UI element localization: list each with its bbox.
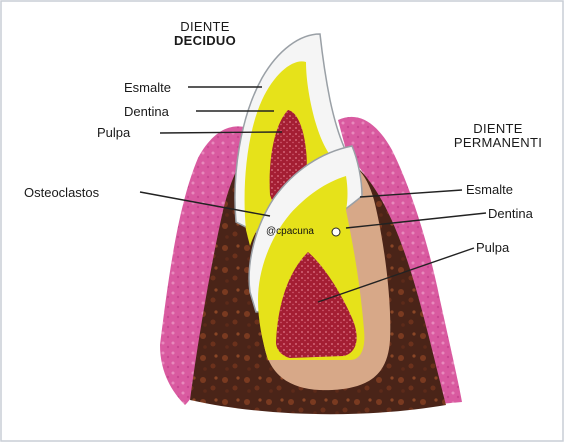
watermark-text: @cpacuna <box>266 226 314 237</box>
label-right-esmalte: Esmalte <box>466 182 513 197</box>
label-right-pulpa: Pulpa <box>476 240 509 255</box>
deciduous-header-line2: DECIDUO <box>160 34 250 48</box>
leader-left-pulpa <box>160 132 282 133</box>
label-osteoclastos: Osteoclastos <box>24 185 99 200</box>
label-left-dentina: Dentina <box>124 104 169 119</box>
deciduous-header: DIENTE DECIDUO <box>160 20 250 48</box>
label-right-dentina: Dentina <box>488 206 533 221</box>
watermark-icon <box>332 228 340 236</box>
deciduous-header-line1: DIENTE <box>160 20 250 34</box>
label-left-pulpa: Pulpa <box>97 125 130 140</box>
permanent-header: DIENTE PERMANENTI <box>438 122 558 150</box>
label-left-esmalte: Esmalte <box>124 80 171 95</box>
permanent-header-line1: DIENTE <box>438 122 558 136</box>
permanent-header-line2: PERMANENTI <box>438 136 558 150</box>
